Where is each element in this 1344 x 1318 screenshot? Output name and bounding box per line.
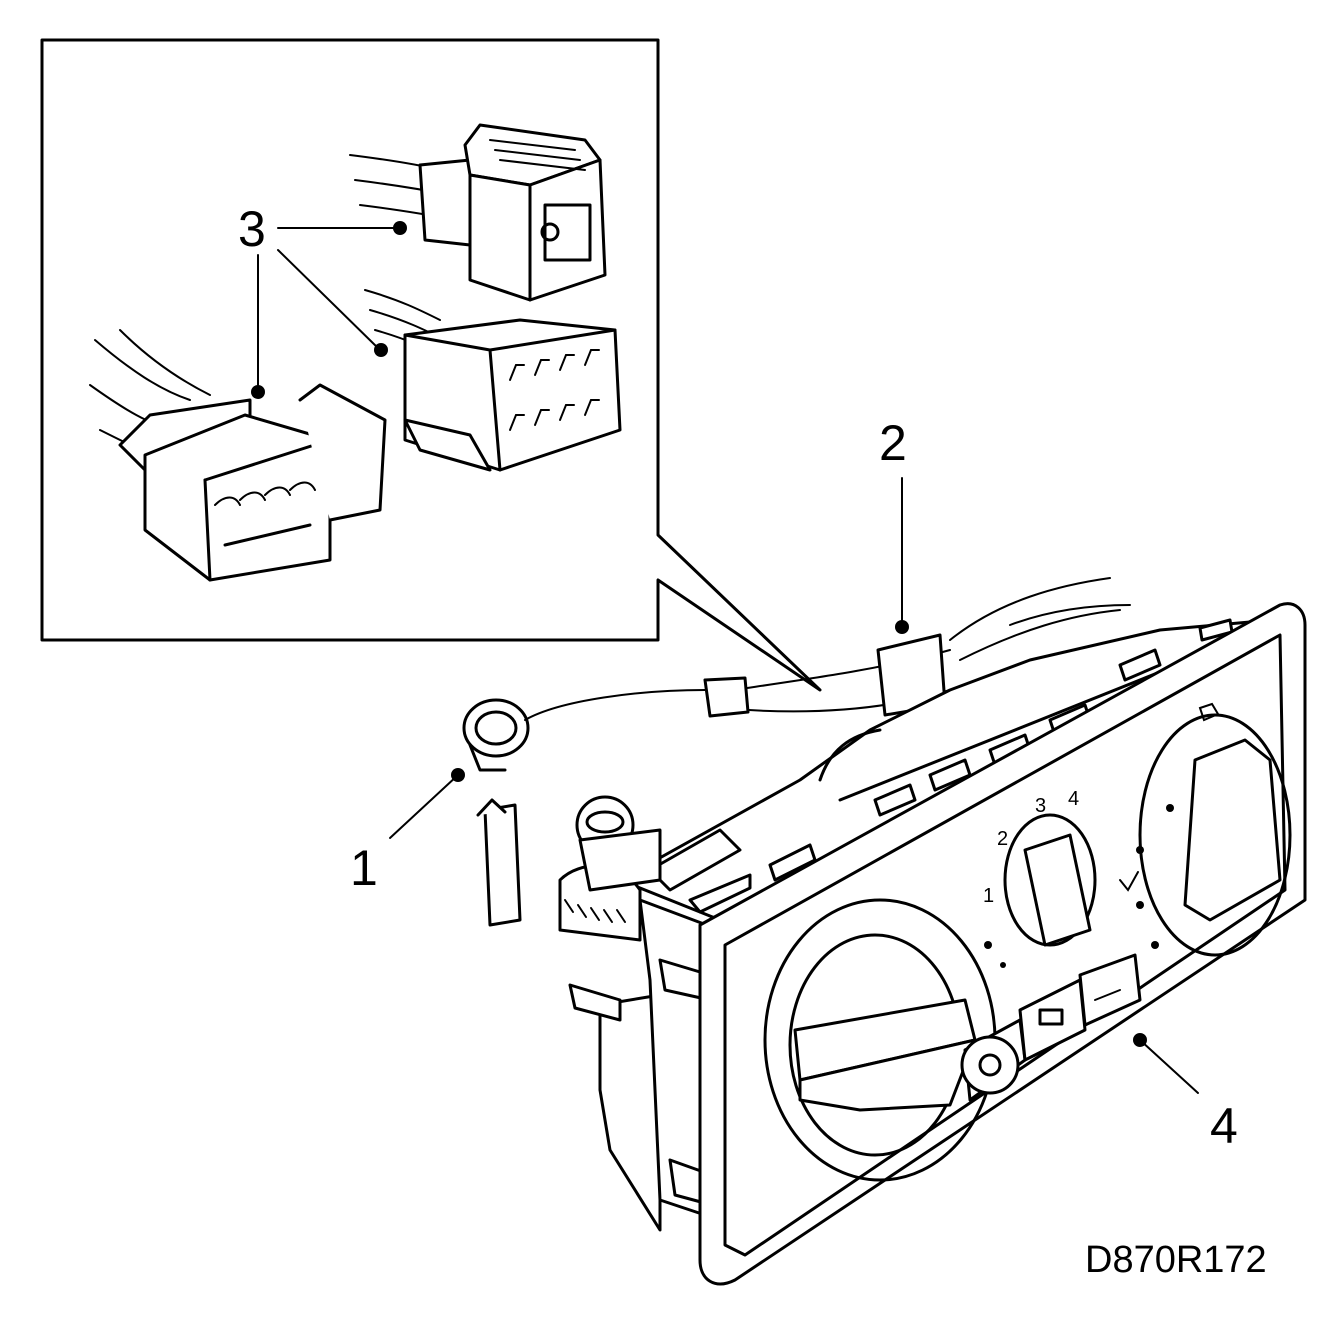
callout-label-4: 4 bbox=[1210, 1098, 1238, 1154]
callout-label-3: 3 bbox=[238, 201, 266, 257]
ground-lead bbox=[462, 676, 750, 772]
callout-4: 4 bbox=[1133, 1033, 1238, 1154]
air-distribution-dial bbox=[1119, 702, 1292, 957]
callout-3: 3 bbox=[238, 201, 407, 399]
callout-1: 1 bbox=[350, 768, 465, 896]
connector-detail-inset: 3 bbox=[40, 38, 822, 692]
middle-connector bbox=[364, 289, 622, 472]
dial-number-4: 4 bbox=[1068, 788, 1079, 810]
callout-2: 2 bbox=[879, 415, 909, 634]
temperature-dial: 1 2 3 4 bbox=[983, 788, 1097, 968]
callout-label-2: 2 bbox=[879, 415, 907, 471]
upper-connector bbox=[349, 123, 607, 302]
panel-buttons bbox=[960, 953, 1142, 1102]
drawing-code: D870R172 bbox=[1085, 1239, 1267, 1281]
fan-speed-dial bbox=[763, 898, 997, 1182]
lower-connector bbox=[89, 329, 387, 582]
dial-number-1: 1 bbox=[983, 885, 994, 907]
callout-label-1: 1 bbox=[350, 840, 378, 896]
dial-number-2: 2 bbox=[997, 828, 1008, 850]
dial-number-3: 3 bbox=[1035, 795, 1046, 817]
heater-control-assembly: 1 2 3 4 bbox=[350, 415, 1307, 1286]
